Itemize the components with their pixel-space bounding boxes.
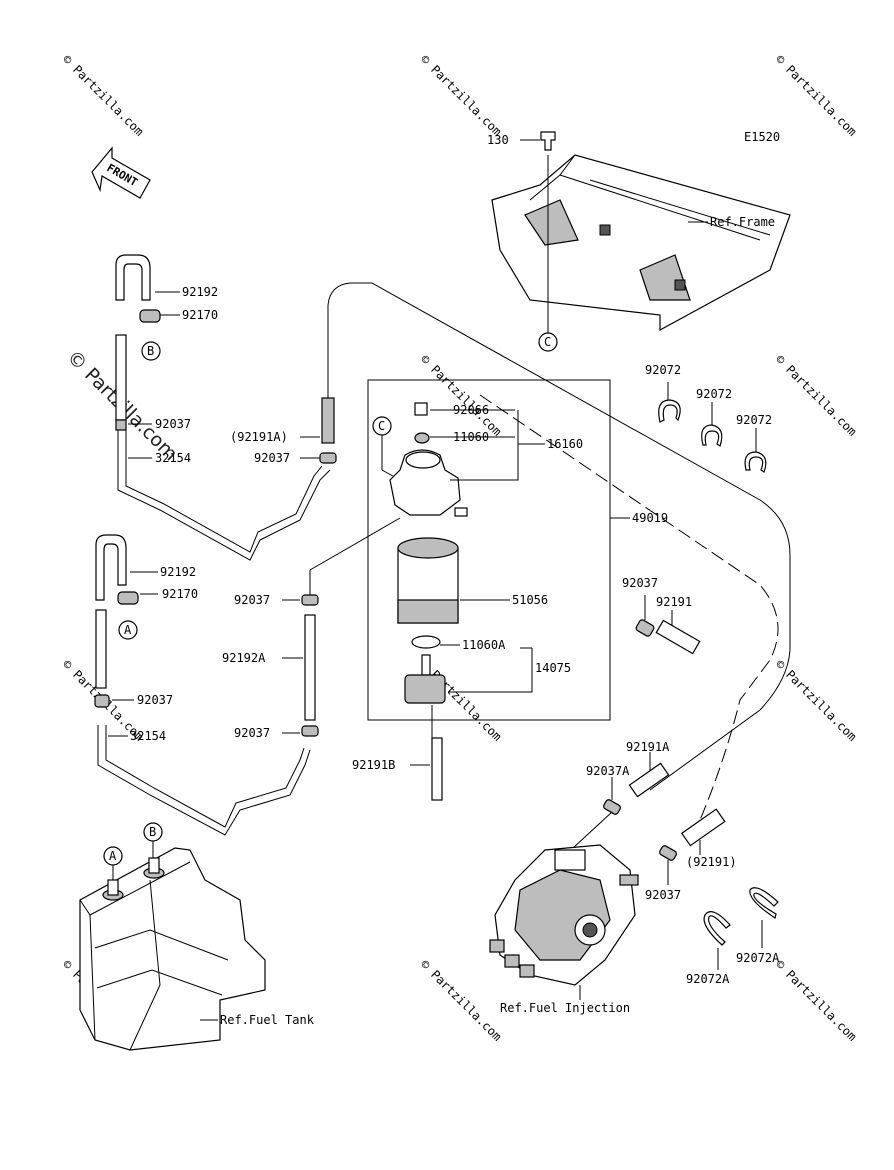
connector-b-hose: B (147, 344, 154, 358)
ref-fuel-tank-label: Ref.Fuel Tank (220, 1013, 315, 1027)
watermark: © Partzilla.com (418, 957, 505, 1044)
part-label-32154-lower: 32154 (130, 729, 166, 743)
ref-fuel-injection-label: Ref.Fuel Injection (500, 1001, 630, 1015)
part-label-11060A: 11060A (462, 638, 506, 652)
part-label-51056: 51056 (512, 593, 548, 607)
filter-head (389, 402, 468, 517)
watermark: © Partzilla.com (418, 52, 505, 139)
part-label-11060: 11060 (453, 430, 489, 444)
part-label-92170-lower: 92170 (162, 587, 198, 601)
watermark: © Partzilla.com (60, 52, 147, 139)
part-label-92191A-paren: (92191A) (230, 430, 288, 444)
part-label-92037-right: 92037 (622, 576, 658, 590)
part-label-92192A: 92192A (222, 651, 266, 665)
part-label-92192-lower: 92192 (160, 565, 196, 579)
watermark: © Partzilla.com (418, 352, 505, 439)
part-label-92072-1: 92072 (645, 363, 681, 377)
lower-hose-assembly (94, 534, 311, 836)
part-label-92072A-1: 92072A (686, 972, 730, 986)
connector-c-frame: C (544, 335, 551, 349)
clamp-92072-group (658, 399, 767, 473)
part-label-130: 130 (487, 133, 509, 147)
part-label-92191A: 92191A (626, 740, 670, 754)
watermark: © Partzilla.com (773, 957, 860, 1044)
part-label-92072-2: 92072 (696, 387, 732, 401)
watermark: © Partzilla.com (773, 52, 860, 139)
part-label-32154-upper: 32154 (155, 451, 191, 465)
fuel-injection-pump-illustration (489, 844, 639, 986)
filter-group-box (367, 379, 611, 721)
ref-frame-label: Ref.Frame (710, 215, 775, 229)
part-label-92191: 92191 (656, 595, 692, 609)
part-label-92037-left-upper: 92037 (155, 417, 191, 431)
part-label-92170-upper: 92170 (182, 308, 218, 322)
part-label-92192-upper: 92192 (182, 285, 218, 299)
connector-b-tank: B (149, 825, 156, 839)
watermark: © Partzilla.com (773, 352, 860, 439)
connector-c-filter: C (378, 419, 385, 433)
part-label-92072A-2: 92072A (736, 951, 780, 965)
part-label-92066: 92066 (453, 403, 489, 417)
filter-cartridge (397, 537, 459, 624)
part-label-92037-mid-upper: 92037 (254, 451, 290, 465)
fuel-tank-illustration (79, 847, 266, 1051)
water-separator-cup (404, 654, 446, 704)
fuel-line-main (327, 282, 791, 791)
part-label-92037A: 92037A (586, 764, 630, 778)
part-label-92037-mid-lower1: 92037 (234, 593, 270, 607)
part-label-92037-left-lower: 92037 (137, 693, 173, 707)
part-label-14075: 14075 (535, 661, 571, 675)
diagram-code: E1520 (744, 130, 780, 144)
part-label-92037-injection: 92037 (645, 888, 681, 902)
part-label-92191-paren: (92191) (686, 855, 737, 869)
part-label-16160: 16160 (547, 437, 583, 451)
connector-a-tank: A (109, 849, 117, 863)
upper-hose-assembly (115, 254, 331, 561)
part-label-92072-3: 92072 (736, 413, 772, 427)
frame-illustration (491, 131, 791, 333)
part-label-92037-mid-lower2: 92037 (234, 726, 270, 740)
part-label-92191B: 92191B (352, 758, 395, 772)
fuel-line-return (479, 394, 779, 821)
part-label-49019: 49019 (632, 511, 668, 525)
clamp-92072A-group (703, 887, 779, 946)
connector-a-hose: A (124, 623, 132, 637)
front-arrow-icon: FRONT (91, 146, 151, 199)
